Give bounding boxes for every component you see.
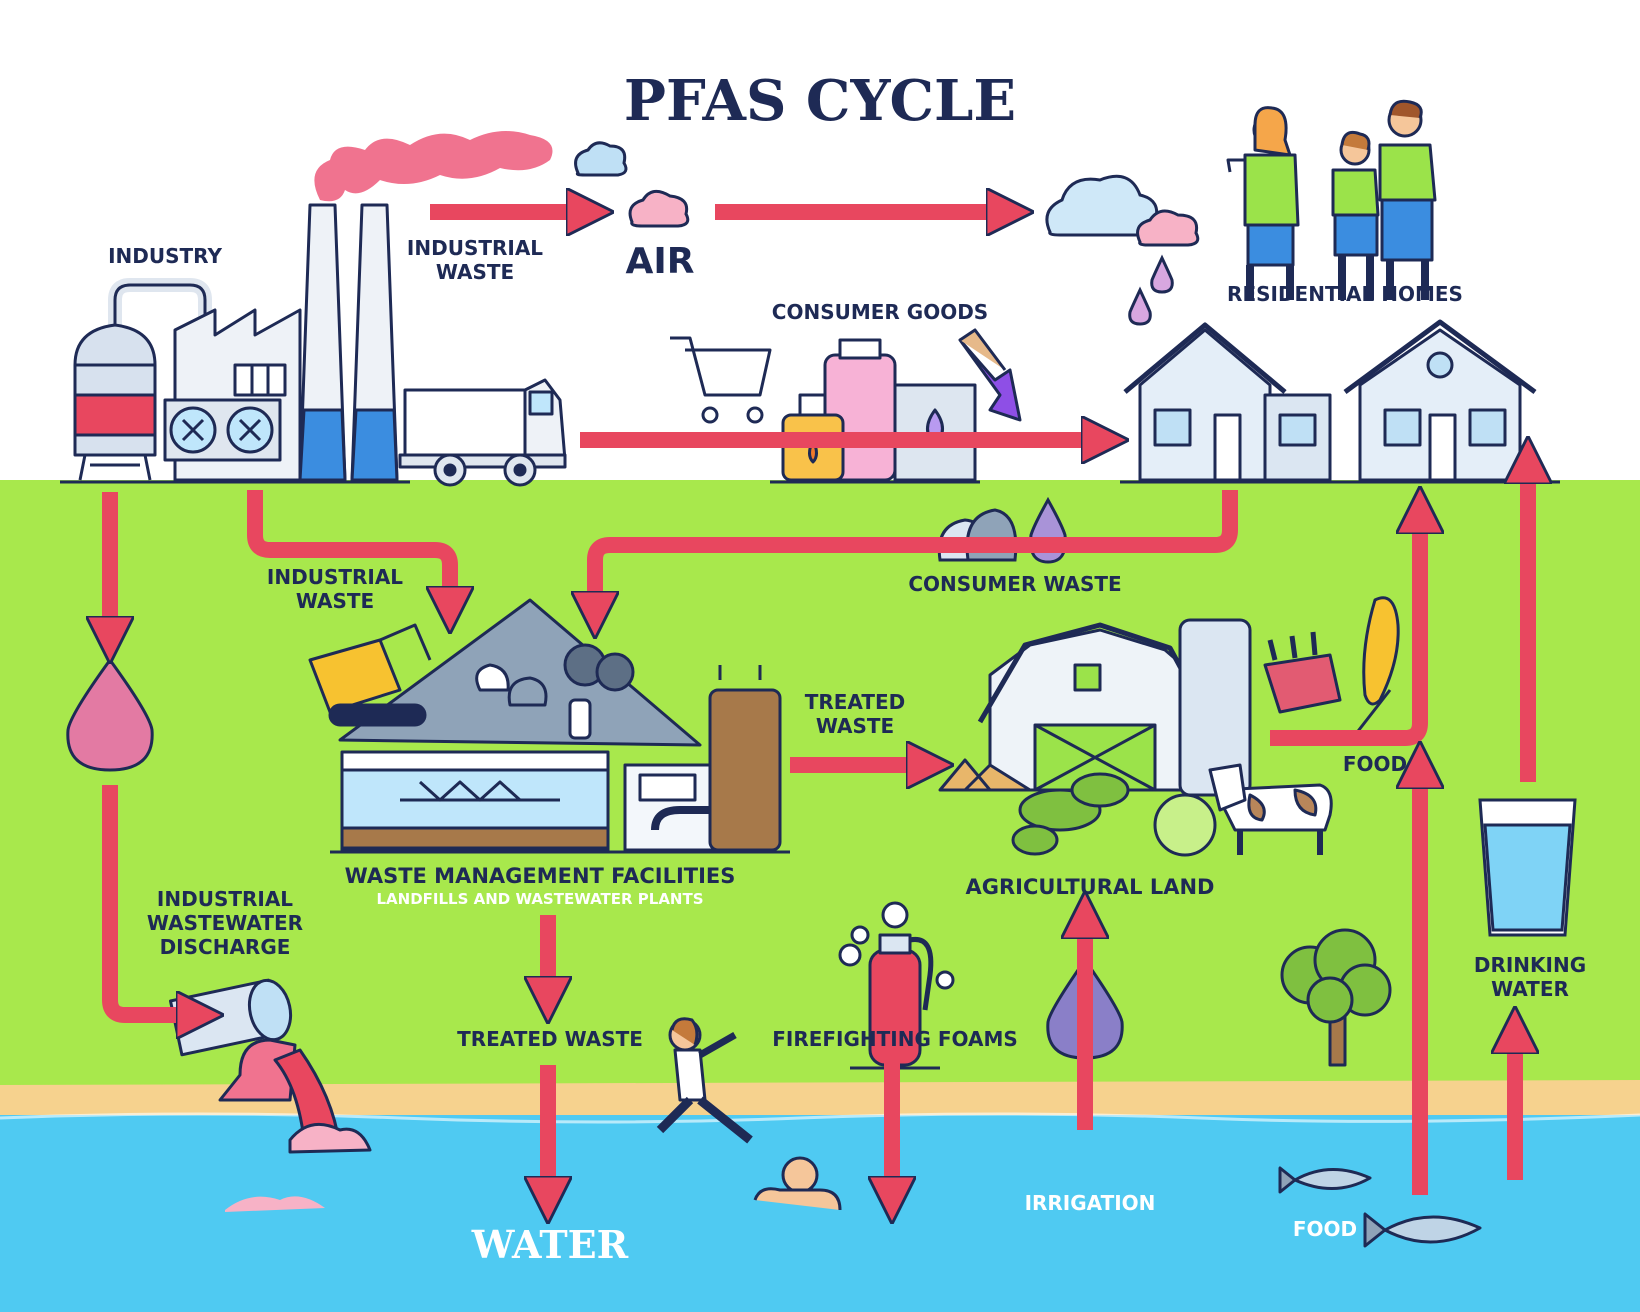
page-title: PFAS CYCLE	[623, 68, 1017, 134]
bulldozer	[308, 623, 432, 727]
residential-houses	[1120, 319, 1560, 484]
label-iwd-3: DISCHARGE	[159, 935, 291, 959]
label-residential-homes: RESIDENTIAL HOMES	[1227, 282, 1463, 306]
label-drinking-water: DRINKING WATER	[1450, 953, 1610, 1001]
pink-sediment	[225, 1196, 325, 1212]
industry-factory	[60, 203, 410, 484]
label-food-fish: FOOD	[1292, 1217, 1358, 1241]
label-treated-waste-low: TREATED WASTE	[457, 1027, 643, 1051]
family-group	[1226, 99, 1437, 300]
fish	[1278, 1166, 1482, 1248]
water-glass	[1478, 798, 1577, 937]
flow-arrows	[110, 212, 1528, 1200]
tree	[1280, 928, 1392, 1067]
fire-extinguisher	[838, 901, 955, 1070]
label-industrial-wastewater-discharge: INDUSTRIAL WASTEWATER DISCHARGE	[130, 887, 320, 959]
label-treated-waste-farm-1: TREATED	[804, 690, 906, 714]
label-consumer-waste: CONSUMER WASTE	[908, 572, 1122, 596]
residential-clouds	[1045, 174, 1200, 326]
arrow-food-to-homes	[1270, 510, 1420, 746]
landfill	[338, 598, 702, 747]
label-drinking-water-1: DRINKING	[1473, 953, 1587, 977]
label-treated-waste-farm: TREATED WASTE	[790, 690, 920, 738]
consumer-goods-items	[670, 328, 1022, 484]
label-irrigation: IRRIGATION	[1024, 1191, 1156, 1215]
label-air: AIR	[625, 241, 695, 282]
water-wave	[0, 1112, 1640, 1124]
label-industrial-waste-top: INDUSTRIAL WASTE	[395, 236, 555, 284]
label-firefighting-foams: FIREFIGHTING FOAMS	[772, 1027, 1018, 1051]
label-industrial-waste-top-2: WASTE	[435, 260, 515, 284]
barn	[938, 618, 1252, 797]
label-agricultural-land: AGRICULTURAL LAND	[965, 875, 1215, 899]
arrow-drop-to-pipe	[102, 785, 200, 1015]
label-iwd-2: WASTEWATER	[146, 911, 304, 935]
contaminated-drop-left	[66, 657, 154, 772]
small-blue-cloud	[574, 141, 628, 177]
label-industrial-waste-top-1: INDUSTRIAL	[406, 236, 544, 260]
cow	[1208, 763, 1333, 855]
water-area	[0, 1115, 1640, 1312]
label-water: WATER	[471, 1222, 629, 1267]
arrow-industry-to-landfill	[247, 490, 450, 610]
label-industry: INDUSTRY	[108, 244, 222, 268]
food-items	[1263, 596, 1400, 736]
wastewater-plant	[330, 665, 790, 854]
arrow-homes-to-landfill	[595, 490, 1238, 615]
label-industrial-waste-mid-1: INDUSTRIAL	[266, 565, 404, 589]
label-iwd-1: INDUSTRIAL	[156, 887, 294, 911]
label-food-right: FOOD	[1342, 752, 1408, 776]
pink-air-cloud	[628, 189, 690, 228]
label-consumer-goods: CONSUMER GOODS	[771, 300, 989, 324]
label-industrial-waste-mid: INDUSTRIAL WASTE	[255, 565, 415, 613]
label-waste-management-sub: LANDFILLS AND WASTEWATER PLANTS	[376, 890, 704, 908]
pink-smoke	[314, 131, 553, 202]
label-drinking-water-2: WATER	[1491, 977, 1569, 1001]
label-waste-management: WASTE MANAGEMENT FACILITIES	[344, 864, 736, 888]
soybeans-cabbage	[1011, 772, 1217, 857]
swimmers	[656, 1017, 842, 1211]
delivery-truck	[398, 378, 567, 487]
discharge-pipe	[168, 978, 372, 1154]
label-industrial-waste-mid-2: WASTE	[295, 589, 375, 613]
label-treated-waste-farm-2: WASTE	[815, 714, 895, 738]
